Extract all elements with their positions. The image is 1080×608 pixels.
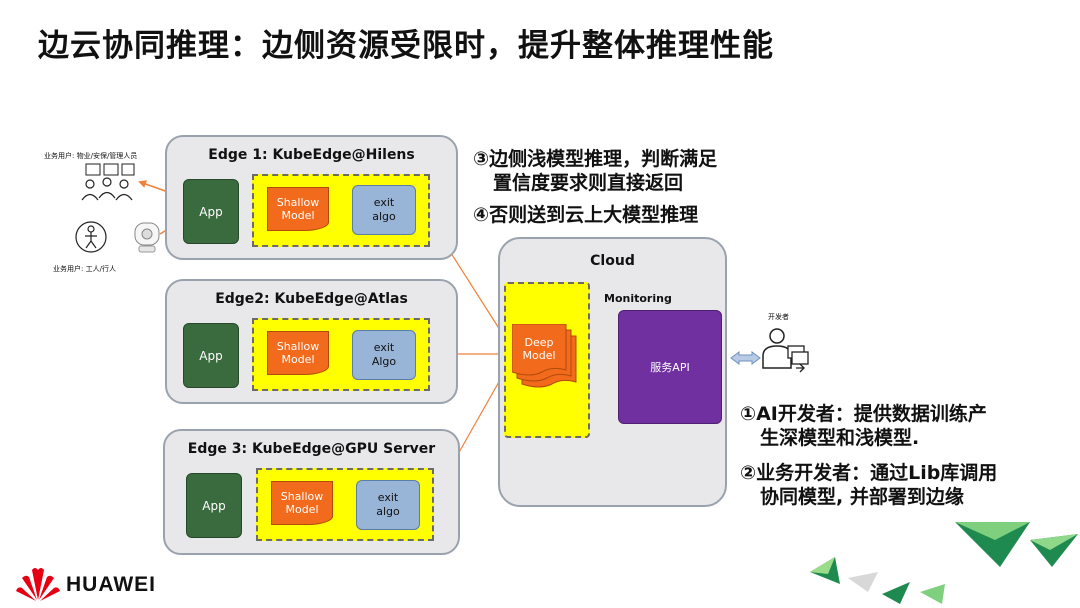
business-user-1-label: 业务用户: 物业/安保/管理人员 [44,152,138,160]
edge-2-app: App [183,323,239,388]
edge-2-title: Edge2: KubeEdge@Atlas [215,291,408,307]
note-step-3: ③边侧浅模型推理，判断满足置信度要求则直接返回 [473,148,718,194]
monitoring-label: Monitoring [604,292,672,305]
decorative-triangles [810,522,1078,604]
business-user-2-label: 业务用户: 工人/行人 [53,265,116,273]
edge-3-title: Edge 3: KubeEdge@GPU Server [187,441,436,457]
note-step-4: ④否则送到云上大模型推理 [473,204,699,226]
deep-model-stack [512,324,577,388]
huawei-logo-icon [16,568,60,601]
edge-1-title: Edge 1: KubeEdge@Hilens [208,147,415,163]
huawei-wordmark: HUAWEI [66,573,156,596]
note-step-1: ①AI开发者：提供数据训练产生深模型和浅模型. [740,403,987,449]
developer-label: 开发者 [768,313,789,321]
cloud-title: Cloud [590,253,635,269]
slide-title: 边云协同推理：边侧资源受限时，提升整体推理性能 [38,28,774,64]
service-api-box: 服务API [618,310,722,424]
worker-pedestrian-icon [75,221,107,253]
camera-device-icon [134,222,160,253]
developer-icon [762,328,809,373]
edge-1-app: App [183,179,239,244]
edge-3-app: App [186,473,242,538]
management-users-icon [81,163,135,201]
note-step-2: ②业务开发者：通过Lib库调用协同模型, 并部署到边缘 [740,462,998,508]
